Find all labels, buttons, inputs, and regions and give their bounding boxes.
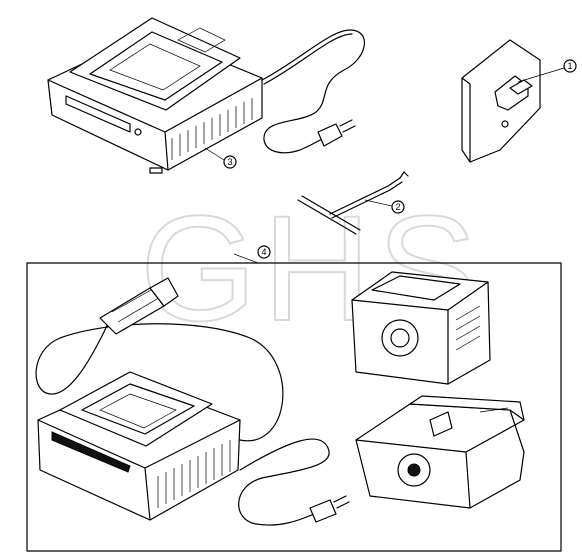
part-4-kit-frame — [26, 253, 562, 552]
callout-4: 4 — [257, 245, 271, 259]
kit-battery — [351, 271, 491, 385]
part-2-t-key — [297, 171, 409, 235]
callout-3-label: 3 — [227, 157, 232, 167]
callout-2: 2 — [364, 199, 405, 214]
callout-1-label: 1 — [567, 61, 572, 71]
callout-4-label: 4 — [261, 247, 266, 257]
callout-3: 3 — [204, 147, 237, 169]
kit-battery-handle — [355, 395, 525, 509]
kit-charger — [35, 277, 350, 526]
part-3-charger — [47, 17, 366, 174]
part-1-bracket — [461, 39, 541, 163]
callout-1: 1 — [517, 59, 577, 83]
callout-2-label: 2 — [395, 202, 400, 212]
